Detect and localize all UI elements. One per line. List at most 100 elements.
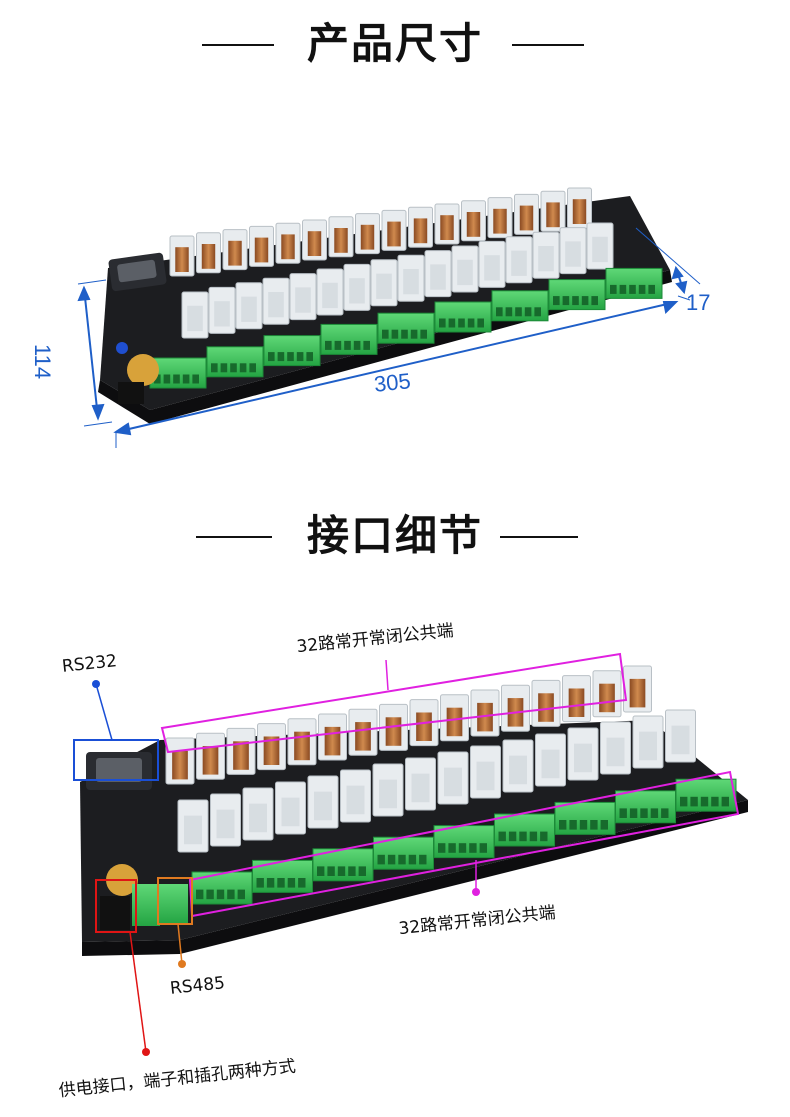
relay [440, 694, 469, 742]
capacitor [127, 354, 159, 386]
relay [372, 763, 404, 817]
relay [461, 200, 486, 242]
terminal-block [191, 871, 253, 905]
terminal-block [377, 312, 435, 344]
terminal-block [149, 357, 207, 389]
relay [249, 225, 274, 267]
relay [665, 709, 696, 763]
terminal-block [434, 301, 492, 333]
power-highlight-box [95, 879, 137, 933]
relay [340, 769, 371, 823]
title-rule-right [512, 44, 584, 46]
relay-row-front [181, 222, 614, 339]
relay [226, 727, 256, 775]
relay [242, 787, 274, 841]
relay [235, 282, 263, 330]
relay [540, 190, 566, 232]
rs232-highlight-box [73, 739, 159, 781]
terminal-block [554, 801, 616, 835]
power-jack [100, 896, 130, 930]
relay [505, 236, 533, 284]
relay [451, 245, 479, 293]
terminal-block [548, 279, 606, 311]
relay [165, 737, 195, 785]
relay [405, 757, 436, 811]
relay [501, 684, 530, 732]
relay [196, 732, 225, 780]
relay [343, 263, 371, 311]
relay [600, 721, 631, 775]
relay [397, 254, 425, 302]
terminal-row [149, 267, 663, 389]
title-rule-left [202, 44, 274, 46]
dim-line-height [83, 287, 99, 419]
relay [177, 799, 209, 853]
relay [567, 187, 592, 229]
rs485-terminal [160, 884, 188, 924]
relay [470, 689, 500, 737]
relay-row-back [169, 187, 592, 277]
relay [307, 775, 339, 829]
terminal-block [320, 323, 378, 355]
section-title-interfaces-text: 接口细节 [306, 511, 483, 560]
terminal-block [675, 778, 737, 812]
terminal-block [373, 836, 434, 870]
relay [169, 235, 195, 277]
relay [262, 277, 290, 325]
relay [424, 250, 452, 298]
relay [348, 708, 378, 756]
dim-line-length [115, 301, 677, 433]
section-title-size: 产品尺寸 [0, 14, 790, 74]
db9-connector [108, 252, 167, 292]
relay [592, 670, 622, 718]
title-rule-right [500, 536, 578, 538]
relay [222, 229, 248, 271]
relay [514, 193, 539, 235]
relay [316, 268, 344, 316]
power-jack [118, 382, 144, 404]
relay [208, 286, 236, 334]
relay [196, 232, 221, 274]
relay [632, 715, 664, 769]
relay [487, 197, 513, 239]
terminal-block [605, 267, 663, 299]
relay [532, 231, 560, 279]
relay [502, 739, 534, 793]
dimension-depth-label: 17 [686, 290, 711, 315]
section-title-size-text: 产品尺寸 [306, 19, 483, 68]
rs485-highlight-box [157, 877, 193, 925]
relay [408, 206, 433, 248]
relay [275, 222, 301, 264]
relay [257, 723, 286, 771]
relay [381, 209, 407, 251]
relay [355, 213, 380, 255]
terminal-block [206, 346, 264, 378]
relay-row-front [177, 709, 696, 853]
relay [210, 793, 241, 847]
relay [470, 745, 501, 799]
relay [181, 291, 209, 339]
terminal-block [491, 290, 549, 322]
section-title-interfaces: 接口细节 [0, 506, 790, 566]
relay [275, 781, 306, 835]
relay [434, 203, 460, 245]
relay [437, 751, 469, 805]
relay [559, 227, 587, 275]
terminal-block [263, 335, 321, 367]
relay [478, 240, 506, 288]
terminal-block [615, 790, 676, 824]
relay [567, 727, 599, 781]
board-dimension-photo [77, 187, 701, 448]
relay [328, 216, 354, 258]
relay [623, 665, 652, 713]
relay-row-back [165, 665, 652, 785]
relay [287, 718, 317, 766]
terminal-block [433, 825, 495, 859]
relay [370, 259, 398, 307]
relay [289, 273, 317, 321]
relay [318, 713, 347, 761]
relay [535, 733, 566, 787]
relay [531, 679, 561, 727]
relay [302, 219, 327, 261]
